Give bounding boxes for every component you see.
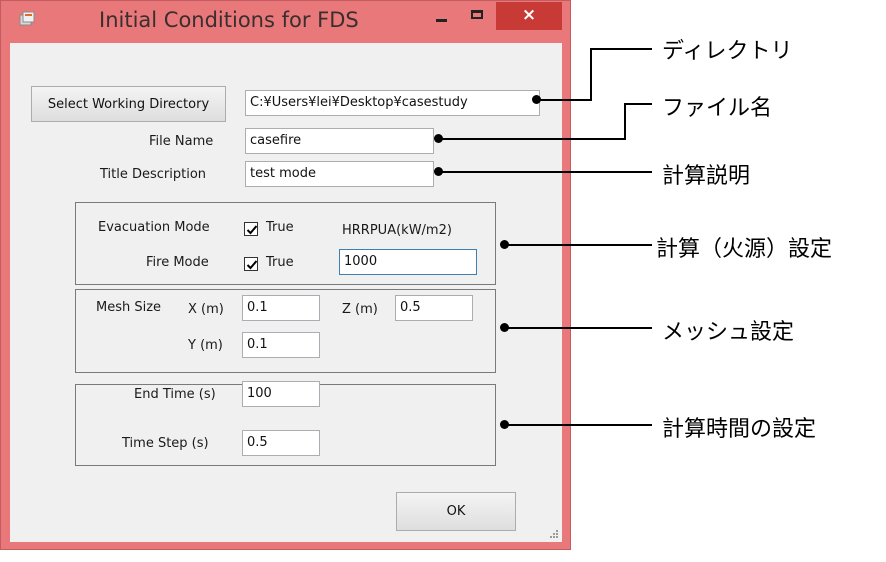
title-description-label: Title Description [100, 167, 207, 182]
fire-mode-label: Fire Mode [146, 255, 209, 270]
hrrpua-label: HRRPUA(kW/m2) [342, 223, 452, 238]
resize-grip-icon[interactable] [548, 528, 558, 538]
checkmark-icon [246, 225, 258, 235]
callout-line-file-name [439, 138, 626, 140]
end-time-label: End Time (s) [134, 387, 216, 402]
ok-button[interactable]: OK [396, 492, 516, 531]
time-step-field[interactable]: 0.5 [242, 430, 320, 456]
evacuation-mode-label: Evacuation Mode [98, 220, 210, 235]
title-description-field[interactable]: test mode [245, 161, 434, 187]
callout-line-time [505, 424, 652, 426]
file-name-label: File Name [149, 134, 214, 149]
maximize-button[interactable] [465, 5, 491, 31]
minimize-button[interactable] [429, 5, 455, 31]
dialog-client-area: Select Working Directory C:¥Users¥lei¥De… [10, 43, 562, 542]
close-button[interactable]: × [496, 2, 562, 30]
mesh-y-field[interactable]: 0.1 [242, 332, 320, 358]
mesh-group [75, 289, 496, 373]
dialog-window: Initial Conditions for FDS × Select Work… [0, 0, 571, 550]
mesh-size-label: Mesh Size [96, 300, 162, 315]
working-directory-field[interactable]: C:¥Users¥lei¥Desktop¥casestudy [245, 90, 540, 116]
mesh-z-label: Z (m) [342, 302, 378, 317]
callout-dot-directory [532, 95, 541, 104]
annotation-mode: 計算（火源）設定 [656, 237, 833, 262]
annotation-time: 計算時間の設定 [662, 417, 817, 442]
evacuation-mode-check-label: True [266, 220, 294, 235]
mode-group [75, 202, 496, 285]
hrrpua-field[interactable]: 1000 [339, 249, 477, 275]
callout-line-directory [590, 48, 592, 101]
select-working-directory-button[interactable]: Select Working Directory [31, 86, 226, 122]
annotation-mesh: メッシュ設定 [662, 320, 795, 345]
annotation-directory: ディレクトリ [662, 39, 793, 64]
callout-line-mesh [505, 327, 652, 329]
callout-dot-mode [500, 240, 509, 249]
callout-dot-mesh [500, 323, 509, 332]
file-name-field[interactable]: casefire [245, 128, 434, 154]
checkmark-icon [246, 260, 258, 270]
callout-dot-title-description [434, 167, 443, 176]
end-time-field[interactable]: 100 [242, 381, 320, 407]
callout-line-file-name [624, 103, 652, 105]
callout-dot-time [500, 420, 509, 429]
evacuation-mode-checkbox[interactable] [244, 222, 258, 236]
fire-mode-check-label: True [266, 255, 294, 270]
callout-line-directory [590, 48, 652, 50]
time-step-label: Time Step (s) [122, 436, 209, 451]
callout-line-mode [505, 244, 652, 246]
mesh-z-field[interactable]: 0.5 [395, 295, 473, 321]
callout-line-file-name [624, 103, 626, 140]
callout-dot-file-name [434, 134, 443, 143]
title-bar[interactable]: Initial Conditions for FDS × [1, 1, 570, 41]
mesh-x-label: X (m) [188, 302, 224, 317]
annotation-file-name: ファイル名 [662, 96, 773, 121]
callout-line-directory [537, 99, 591, 101]
window-title: Initial Conditions for FDS [99, 8, 359, 32]
app-icon [19, 11, 35, 26]
annotation-title-description: 計算説明 [662, 164, 751, 189]
mesh-y-label: Y (m) [188, 338, 223, 353]
fire-mode-checkbox[interactable] [244, 257, 258, 271]
callout-line-title-description [439, 171, 652, 173]
mesh-x-field[interactable]: 0.1 [242, 295, 320, 321]
